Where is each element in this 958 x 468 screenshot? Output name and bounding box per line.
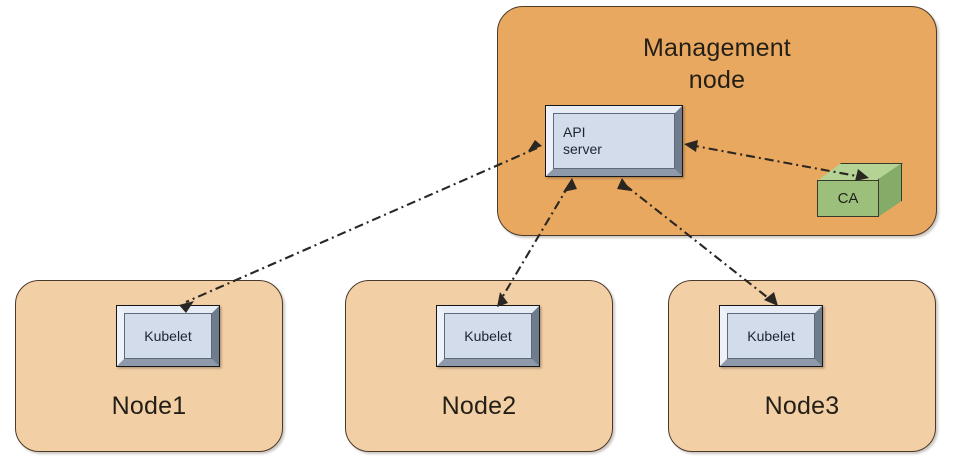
ca-component[interactable]: CA <box>817 163 907 219</box>
api-server-bevel-frame <box>546 106 682 176</box>
node1-label: Node1 <box>111 392 187 420</box>
api-server-label-wrap: API server <box>554 124 602 158</box>
node3-kubelet-label: Kubelet <box>747 327 795 344</box>
node1-kubelet-face: Kubelet <box>124 313 212 359</box>
connector-api-server-node1 <box>185 147 538 303</box>
api-server-face: API server <box>553 113 675 169</box>
node3-kubelet-component[interactable]: Kubelet <box>719 305 823 367</box>
node3-kubelet-face: Kubelet <box>727 313 815 359</box>
node2-kubelet-face: Kubelet <box>444 313 532 359</box>
node2-kubelet-label: Kubelet <box>464 327 512 344</box>
node2-label: Node2 <box>441 392 517 420</box>
node1-kubelet-label: Kubelet <box>144 327 192 344</box>
node1-kubelet-bevel-frame <box>117 306 219 366</box>
management-node-label-line2: node <box>688 66 746 94</box>
api-server-label-line1: API <box>563 124 586 140</box>
node2-kubelet-bevel-frame <box>437 306 539 366</box>
node3-label: Node3 <box>764 392 840 420</box>
ca-label: CA <box>837 190 859 207</box>
node2-kubelet-component[interactable]: Kubelet <box>436 305 540 367</box>
api-server-label-line2: server <box>563 141 602 157</box>
api-server-component[interactable]: API server <box>545 105 683 177</box>
management-node-label-line1: Management <box>643 34 791 62</box>
ca-front-face: CA <box>817 180 879 217</box>
node3-kubelet-bevel-frame <box>720 306 822 366</box>
node1-kubelet-component[interactable]: Kubelet <box>116 305 220 367</box>
